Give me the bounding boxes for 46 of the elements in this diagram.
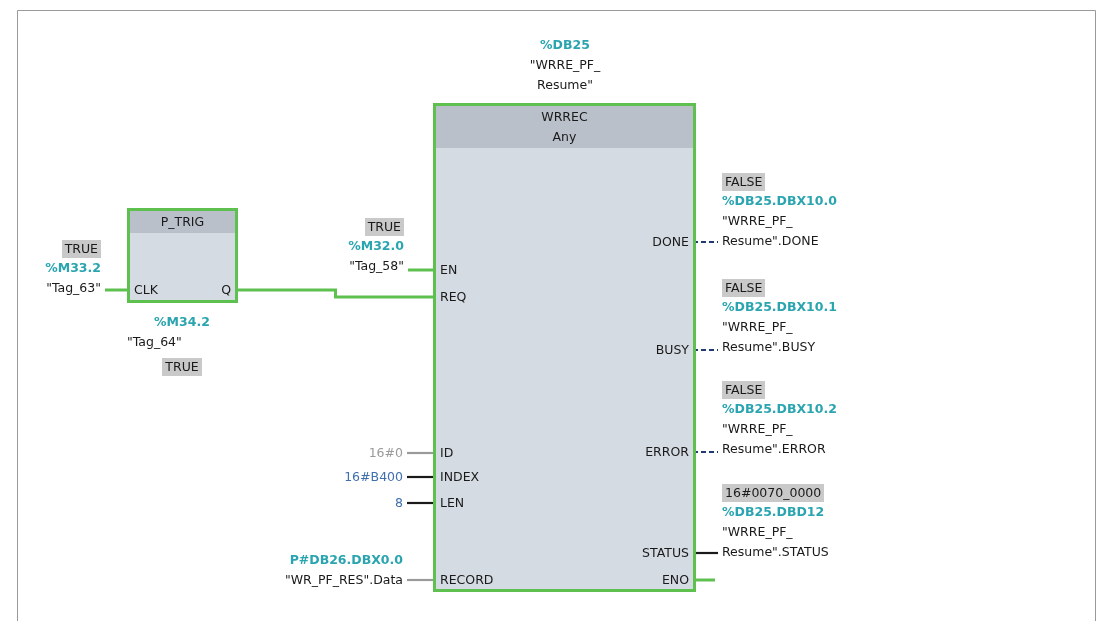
constant-value: 16#B400 — [340, 467, 407, 487]
tag-label: "WRRE_PF_ Resume".STATUS — [722, 523, 830, 561]
tag-label: "WRRE_PF_ Resume".BUSY — [722, 318, 817, 356]
pin-label: ERROR — [641, 442, 693, 462]
address-label: %DB25.DBX10.1 — [722, 298, 837, 316]
address-label: %DB25.DBX10.0 — [722, 192, 837, 210]
address-label: P#DB26.DBX0.0 — [289, 551, 403, 569]
constant-value: 16#0 — [364, 443, 407, 463]
status-value: TRUE — [364, 218, 404, 236]
pin-label: Q — [217, 280, 235, 300]
address-label: %M32.0 — [348, 237, 404, 255]
function-block — [127, 208, 238, 303]
pin-label: BUSY — [651, 340, 693, 360]
pin-label: REQ — [436, 287, 471, 307]
pin-label: LEN — [436, 493, 469, 513]
pin-label: EN — [436, 260, 462, 280]
address-label: %DB25.DBX10.2 — [722, 400, 837, 418]
tag-label: "Tag_64" — [127, 333, 183, 351]
address-label: %DB25.DBD12 — [722, 503, 825, 521]
pin-label: DONE — [648, 232, 693, 252]
status-value: FALSE — [722, 279, 766, 297]
tag-label: "WRRE_PF_ Resume".ERROR — [722, 420, 827, 458]
function-block — [433, 103, 696, 592]
block-title: WRREC — [541, 108, 588, 126]
address-label: %DB25 — [540, 36, 590, 54]
status-value: 16#0070_0000 — [722, 484, 825, 502]
status-value: FALSE — [722, 173, 766, 191]
status-value: TRUE — [162, 358, 202, 376]
address-label: %M33.2 — [45, 259, 101, 277]
tag-label: "Tag_58" — [348, 257, 404, 275]
pin-label: RECORD — [436, 570, 498, 590]
pin-label: STATUS — [638, 543, 693, 563]
block-title: P_TRIG — [160, 213, 205, 231]
block-title: Any — [552, 128, 577, 146]
pin-label: ENO — [657, 570, 693, 590]
tag-label: "WRRE_PF_ Resume" — [528, 56, 602, 94]
status-value: TRUE — [61, 240, 101, 258]
pin-label: CLK — [130, 280, 162, 300]
tag-label: "WR_PF_RES".Data — [284, 571, 403, 589]
pin-label: ID — [436, 443, 458, 463]
status-value: FALSE — [722, 381, 766, 399]
tag-label: "Tag_63" — [45, 279, 101, 297]
pin-label: INDEX — [436, 467, 484, 487]
address-label: %M34.2 — [154, 313, 210, 331]
constant-value: 8 — [391, 493, 407, 513]
tag-label: "WRRE_PF_ Resume".DONE — [722, 212, 820, 250]
